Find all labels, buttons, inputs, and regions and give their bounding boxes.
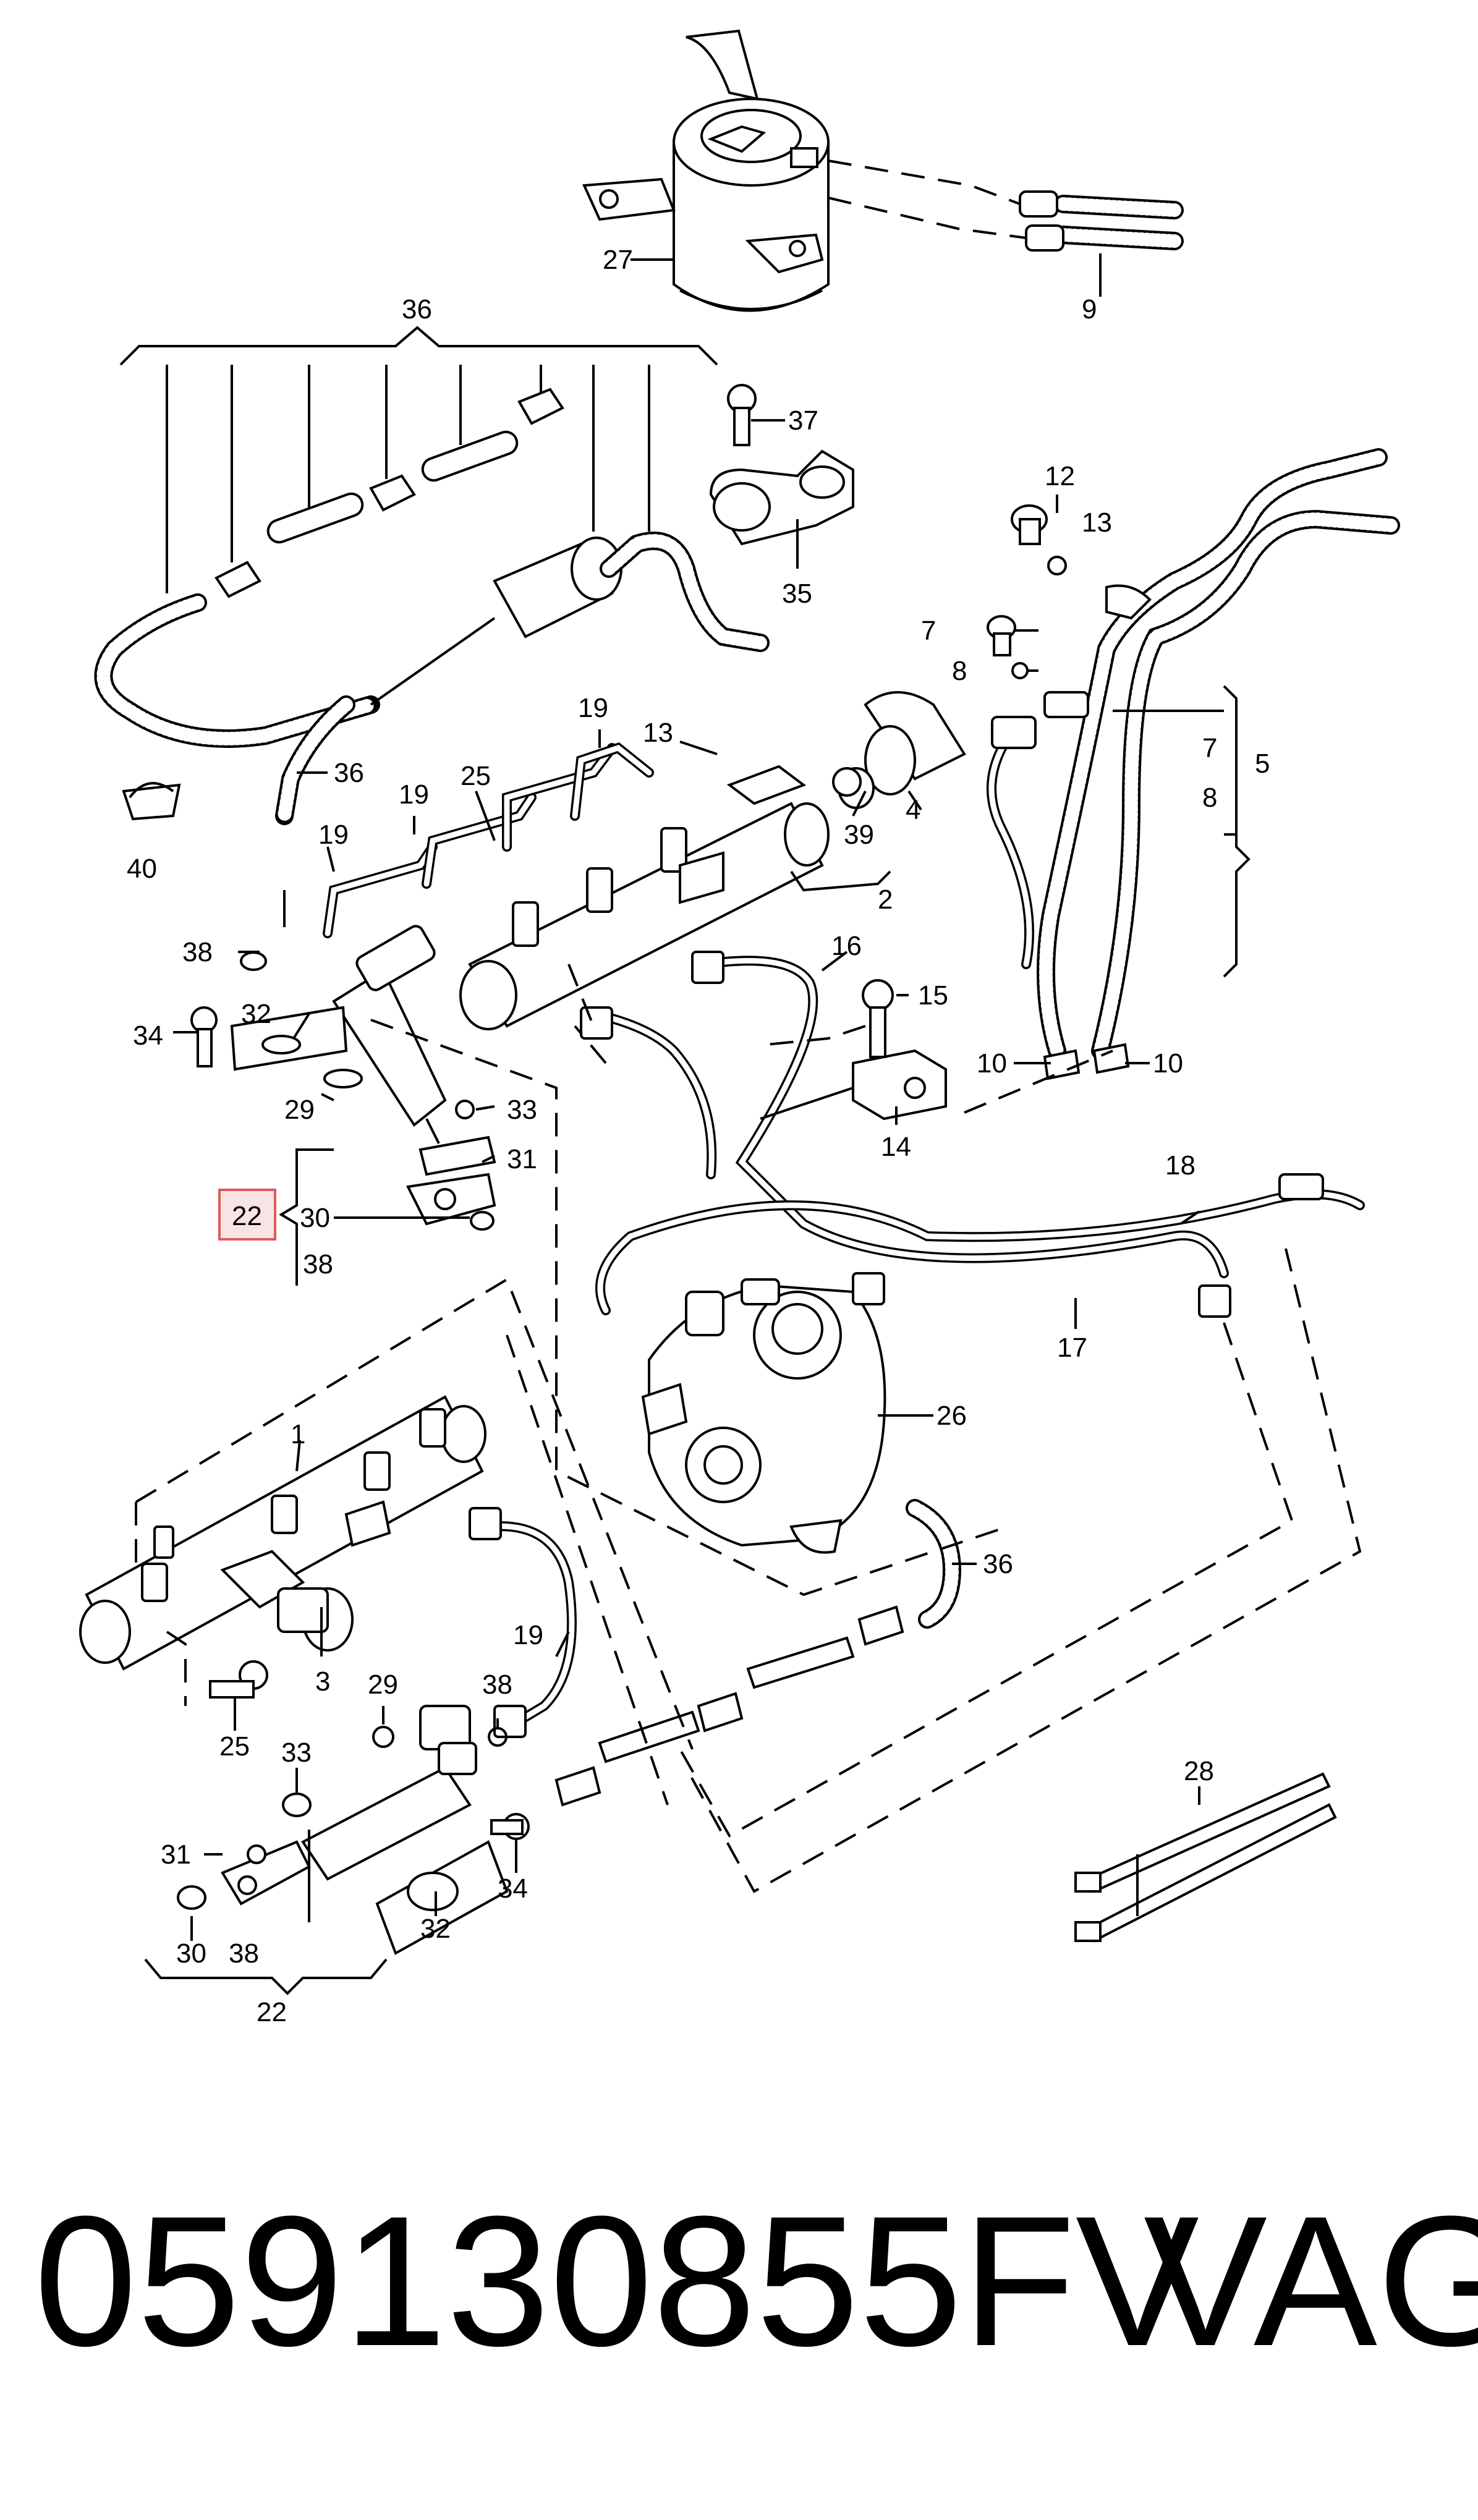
callout-10: 10 [977, 1048, 1007, 1079]
parts-diagram: 36 27 9 37 35 12 13 7 8 7 5 8 19 13 36 2… [79, 29, 1400, 2027]
callout-25: 25 [461, 761, 491, 791]
callout-36: 36 [402, 294, 432, 325]
callout-39: 39 [844, 820, 874, 850]
hose-36-lower [554, 1499, 962, 1807]
callout-36-mid: 36 [334, 758, 364, 788]
callout-10-right: 10 [1153, 1048, 1183, 1079]
callout-29: 29 [284, 1095, 315, 1125]
callout-19-b: 19 [399, 779, 429, 810]
highlighted-callout-22[interactable] [218, 1148, 334, 1286]
callout-30: 30 [300, 1203, 330, 1233]
leader-lines [173, 253, 1200, 1941]
injector-pipes-19 [323, 742, 654, 938]
bracket-36 [119, 326, 718, 593]
pipes-16-17-18 [580, 951, 1365, 1318]
callout-8-right: 8 [1202, 783, 1217, 813]
callout-8: 8 [952, 656, 967, 686]
injector-pipe-19-lower [469, 1507, 577, 1738]
callout-25-low: 25 [219, 1731, 250, 1762]
callout-22-low: 22 [257, 1997, 287, 2027]
callout-29-low: 29 [368, 1669, 398, 1700]
cable-ties-28 [1074, 1772, 1337, 1943]
injector-22-upper [190, 925, 496, 1231]
callout-33-low: 33 [281, 1737, 312, 1768]
bracket-35 [709, 384, 854, 546]
callout-38-d: 38 [229, 1938, 259, 1969]
callout-12: 12 [1045, 461, 1075, 491]
callout-40: 40 [127, 854, 157, 884]
callout-34: 34 [133, 1020, 163, 1051]
callout-28: 28 [1184, 1756, 1214, 1786]
callout-19: 19 [578, 693, 608, 723]
callout-4: 4 [906, 795, 920, 825]
callout-15: 15 [918, 980, 948, 1011]
callout-13-mid: 13 [643, 718, 673, 748]
fuel-rail-lower [79, 1395, 486, 1706]
callout-17: 17 [1057, 1333, 1087, 1363]
callout-26: 26 [936, 1401, 967, 1431]
callout-3: 3 [315, 1666, 330, 1697]
callout-19-d: 19 [513, 1620, 543, 1650]
callout-37: 37 [788, 405, 818, 436]
fuel-line-assembly [94, 388, 770, 825]
callout-34-low: 34 [498, 1873, 528, 1904]
high-pressure-pump [641, 1272, 886, 1554]
callout-38-b: 38 [303, 1249, 333, 1279]
callout-32: 32 [241, 999, 271, 1029]
callout-16: 16 [831, 931, 862, 961]
callout-1: 1 [291, 1419, 305, 1449]
injector-22-lower [144, 1660, 530, 1995]
callout-13: 13 [1082, 507, 1112, 538]
callout-14: 14 [881, 1132, 911, 1162]
callout-labels: 36 27 9 37 35 12 13 7 8 7 5 8 19 13 36 2… [127, 245, 1270, 2027]
fuel-filter [582, 29, 830, 312]
callout-35: 35 [782, 579, 812, 609]
callout-22[interactable]: 22 [232, 1201, 262, 1231]
callout-36-low: 36 [983, 1549, 1013, 1579]
callout-7: 7 [921, 616, 936, 646]
callout-27: 27 [603, 245, 633, 275]
clip-40 [122, 782, 181, 821]
callout-32-low: 32 [420, 1914, 451, 1944]
callout-31-low: 31 [161, 1839, 191, 1870]
callout-9: 9 [1082, 294, 1097, 325]
callout-31: 31 [507, 1144, 537, 1174]
hose-9 [828, 159, 1184, 252]
callout-33: 33 [507, 1095, 537, 1125]
callout-18: 18 [1165, 1150, 1196, 1181]
brand-label: VAG [1144, 2177, 1478, 2385]
callout-38-c: 38 [482, 1669, 512, 1700]
pressure-sensor [832, 767, 862, 797]
callout-2: 2 [878, 885, 893, 915]
fuel-rail [459, 691, 966, 1030]
callout-38: 38 [182, 937, 213, 967]
part-number: 059130855FV [34, 2177, 1199, 2385]
callout-7-right: 7 [1202, 733, 1217, 763]
callout-5: 5 [1255, 749, 1270, 779]
hoses-right [987, 448, 1400, 1080]
bracket-14 [852, 979, 947, 1121]
callout-30-low: 30 [176, 1938, 206, 1969]
callout-19-c: 19 [318, 820, 349, 850]
